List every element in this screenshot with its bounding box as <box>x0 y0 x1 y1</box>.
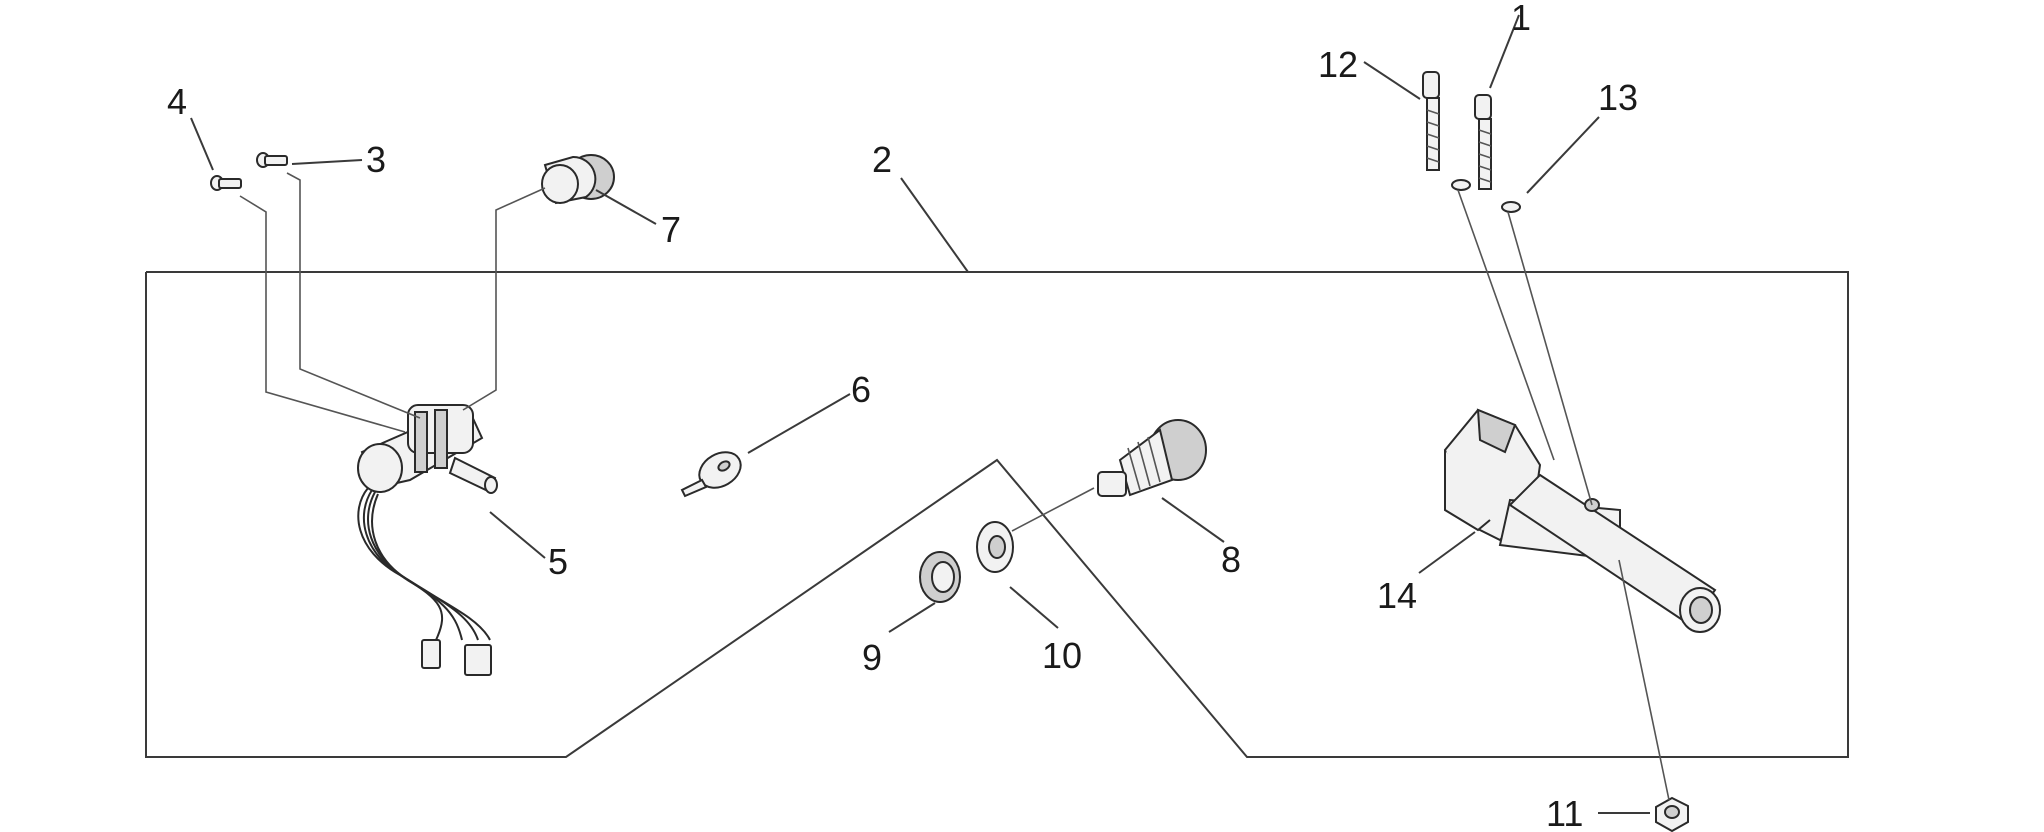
callout-6: 6 <box>851 369 871 410</box>
part-3-screw <box>256 152 288 168</box>
part-9-nut <box>919 551 961 603</box>
callout-14: 14 <box>1377 575 1417 616</box>
callout-11: 11 <box>1546 793 1583 832</box>
part-7-bushing <box>541 154 615 205</box>
callout-12: 12 <box>1318 44 1358 85</box>
part-10-washer <box>976 521 1014 573</box>
callout-2: 2 <box>872 139 892 180</box>
part-1-bolt <box>1474 94 1492 190</box>
callout-1: 1 <box>1511 0 1531 38</box>
assembly-boundary <box>145 271 1849 758</box>
leader-lines <box>190 14 1650 814</box>
callout-10: 10 <box>1042 635 1082 676</box>
callout-13: 13 <box>1598 77 1638 118</box>
part-4-screw <box>210 175 242 191</box>
assembly-lines <box>239 172 1670 801</box>
callout-7: 7 <box>661 209 681 250</box>
part-14-bracket <box>1443 408 1721 633</box>
part-11-nut <box>1655 796 1689 832</box>
part-8-lock-cylinder <box>1097 419 1207 497</box>
callout-3: 3 <box>366 139 386 180</box>
callout-8: 8 <box>1221 539 1241 580</box>
part-5-switch-harness <box>357 404 498 676</box>
callout-4: 4 <box>167 81 187 122</box>
callout-5: 5 <box>548 541 568 582</box>
part-6-key <box>680 451 742 498</box>
callout-9: 9 <box>862 637 882 678</box>
part-13-washers <box>1451 179 1521 213</box>
part-12-bolt <box>1422 71 1440 171</box>
